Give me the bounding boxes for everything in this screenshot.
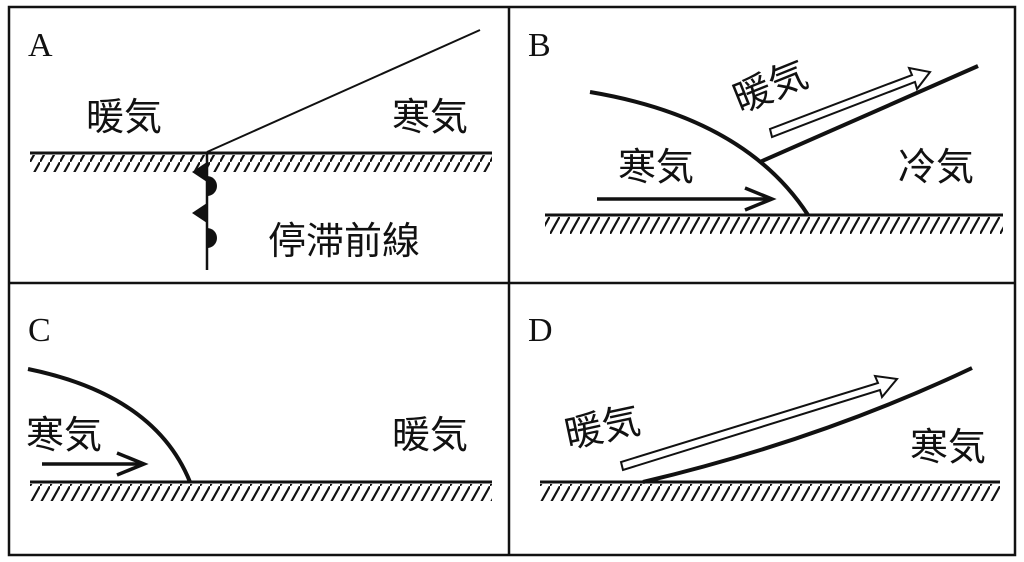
panel-b: B 暖気 寒気 冷気 — [528, 27, 1003, 234]
panel-a-front-name-label: 停滞前線 — [268, 219, 420, 263]
panel-b-warm-air-arrow — [768, 66, 932, 139]
panel-a: A 暖気 寒気 停滞前線 — [28, 27, 492, 270]
cold-front-triangle-icon — [192, 203, 207, 223]
panel-b-letter: B — [528, 27, 551, 64]
panel-a-ground-hatch — [30, 155, 492, 172]
panel-c-cold-air-arrow-head — [116, 451, 149, 477]
panel-d-ground-hatch — [540, 484, 1000, 501]
panel-a-letter: A — [28, 27, 53, 64]
panel-b-chilly-air-label: 冷気 — [898, 145, 974, 189]
panel-d: D 暖気 寒気 — [528, 312, 1000, 501]
panel-c-letter: C — [28, 312, 51, 349]
panel-b-warm-front-surface — [759, 64, 979, 164]
panel-b-cold-front-surface — [589, 90, 810, 217]
panel-c-cold-air-label: 寒気 — [26, 413, 102, 457]
panel-d-warm-front-surface — [642, 366, 973, 484]
panel-c-cold-front-surface — [27, 367, 192, 483]
outer-frame — [7, 5, 1017, 557]
panel-b-cold-air-label: 寒気 — [618, 145, 694, 189]
panel-a-front-surface — [206, 29, 481, 153]
panel-a-cold-air-label: 寒気 — [392, 95, 468, 139]
panel-d-cold-air-label: 寒気 — [910, 425, 986, 469]
panel-b-cold-air-arrow-head — [744, 186, 777, 212]
panel-b-warm-air-label: 暖気 — [727, 52, 814, 121]
cold-front-triangle-icon — [192, 162, 207, 182]
panel-d-warm-air-arrow — [619, 374, 899, 472]
panel-d-warm-air-label: 暖気 — [561, 398, 645, 457]
panel-c-ground-hatch — [30, 484, 492, 501]
panel-b-ground-hatch — [545, 217, 1003, 234]
panel-c-warm-air-label: 暖気 — [392, 413, 468, 457]
warm-front-semicircle-icon — [207, 176, 217, 196]
panel-a-warm-air-label: 暖気 — [86, 95, 162, 139]
warm-front-semicircle-icon — [207, 228, 217, 248]
panel-c: C 寒気 暖気 — [26, 312, 492, 501]
panel-d-letter: D — [528, 312, 553, 349]
